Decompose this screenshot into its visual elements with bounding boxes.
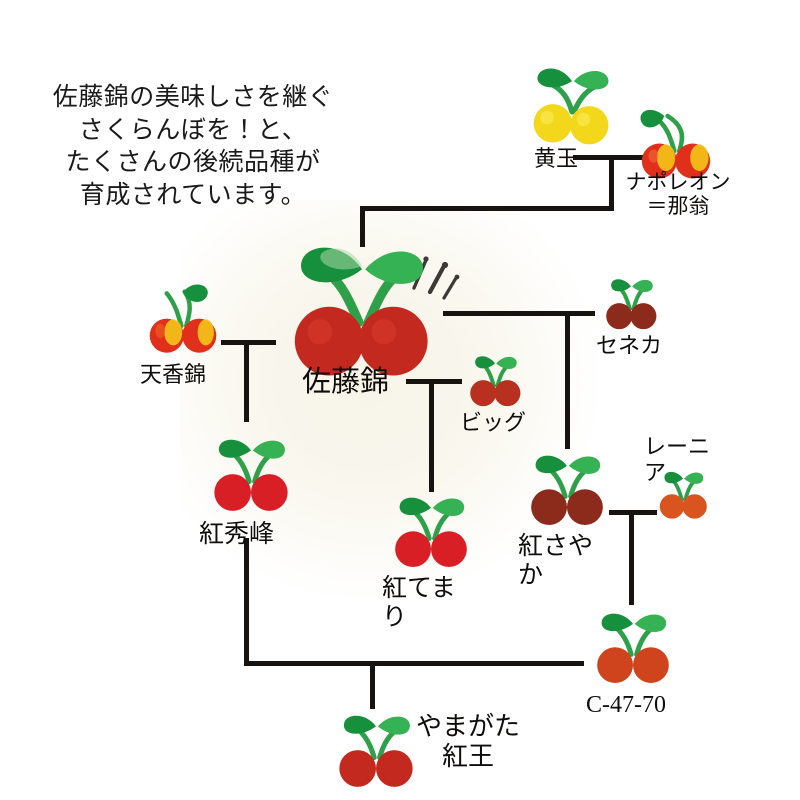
line-c4770-drop [629,510,634,605]
cherry-icon-satonishiki [294,247,428,376]
node-label-rainier: レーニア [644,434,711,485]
line-beniou-drop [370,661,375,709]
node-label-benitemari: 紅てまり [382,575,456,631]
node-c4770[interactable]: C-47-70 [586,606,678,718]
cherry-icon-beniou [339,715,413,787]
node-rainier[interactable]: レーニア [644,434,712,524]
node-beniou[interactable]: やまがた 紅王 [330,708,520,796]
line-napoleon-drop [609,155,614,211]
node-label-satonishiki: 佐藤錦 [302,366,390,398]
cherry-icon-benisayaka [531,455,603,526]
node-label-beniou: やまがた 紅王 [415,712,520,772]
cherry-icon-napoleon [640,109,711,179]
line-bottom-horizontal [244,661,584,666]
node-tenkonishiki[interactable]: 天香錦 [140,282,224,387]
node-big[interactable]: ビッグ [460,352,526,435]
node-benishuho[interactable]: 紅秀峰 [199,432,297,548]
node-label-tenkonishiki: 天香錦 [140,362,207,387]
line-big-horizontal [406,379,462,384]
node-label-benisayaka: 紅さやか [518,533,594,589]
cherry-icon-rainier [659,471,707,519]
headline-text: 佐藤錦の美味しさを継ぐ さくらんぼを！と、 たくさんの後続品種が 育成されていま… [52,84,334,209]
line-seneca-horizontal [443,311,595,316]
node-kidama[interactable]: 黄玉 [524,62,620,171]
node-satonishiki[interactable]: 佐藤錦 [282,238,442,398]
node-label-big: ビッグ [460,410,527,435]
line-benitemari-drop [429,379,434,492]
cherry-icon-c4770 [597,613,669,684]
node-label-napoleon: ナポレオン ＝那翁 [625,170,731,219]
node-napoleon[interactable]: ナポレオン ＝那翁 [626,106,731,218]
line-to-satonishiki-horizontal [360,206,614,211]
node-seneca[interactable]: セネカ [596,275,662,358]
cherry-icon-tenkonishiki [149,284,217,353]
cherry-icon-big [470,356,521,407]
line-benisayaka-drop [565,311,570,449]
node-label-benishuho: 紅秀峰 [199,521,275,548]
cherry-icon-seneca [606,279,657,330]
node-label-kidama: 黄玉 [534,146,579,171]
node-benitemari[interactable]: 紅てまり [382,490,476,631]
node-label-c4770: C-47-70 [586,692,666,718]
node-label-seneca: セネカ [596,333,663,358]
line-benishuho-down [244,538,249,665]
cherry-icon-benishuho [214,439,288,511]
cherry-icon-kidama [533,68,609,145]
cherry-icon-benitemari [395,497,467,568]
node-benisayaka[interactable]: 紅さやか [518,448,612,589]
line-benishuho-drop [244,340,249,422]
line-to-satonishiki-drop [360,206,365,247]
